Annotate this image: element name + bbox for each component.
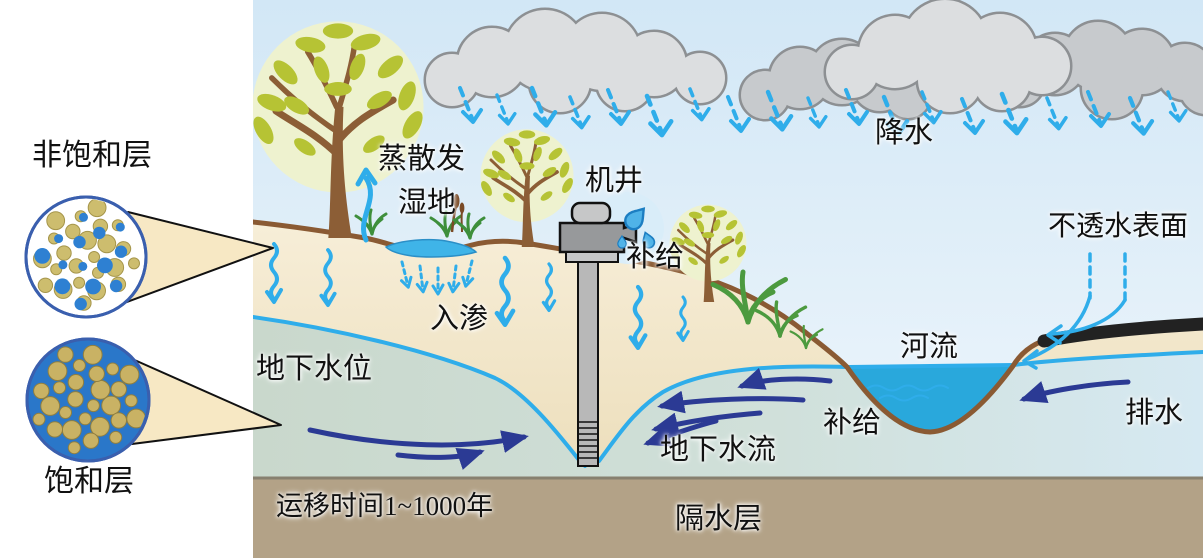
label-unsaturated-zone: 非饱和层 xyxy=(32,139,152,172)
river-water xyxy=(849,366,1013,432)
saturated-inset xyxy=(25,337,282,463)
label-saturated-zone: 饱和层 xyxy=(44,465,134,498)
well-casing xyxy=(577,261,599,467)
label-river: 河流 xyxy=(900,331,959,363)
pump-base xyxy=(565,251,619,263)
label-aquitard: 隔水层 xyxy=(675,503,763,535)
label-infiltration: 入渗 xyxy=(430,303,489,335)
label-precipitation: 降水 xyxy=(875,117,934,149)
well-screen xyxy=(578,421,598,459)
wetland-pond xyxy=(384,238,478,258)
unsaturated-inset xyxy=(24,195,274,319)
label-groundwater-flow: 地下水流 xyxy=(660,434,777,466)
pump-cap xyxy=(570,201,612,225)
label-well-recharge: 补给 xyxy=(626,241,685,273)
label-drainage: 排水 xyxy=(1125,397,1184,429)
river-ripples xyxy=(867,384,949,402)
drainage-arrow xyxy=(1019,379,1131,403)
label-impervious-surface: 不透水表面 xyxy=(1048,211,1189,242)
label-evapotranspiration: 蒸散发 xyxy=(378,143,466,175)
evapotranspiration-arrow xyxy=(355,167,378,243)
label-well: 机井 xyxy=(585,165,644,197)
label-river-recharge: 补给 xyxy=(823,407,882,439)
groundwater-flow-arrows xyxy=(307,367,833,470)
aquitard-layer xyxy=(253,478,1203,558)
runoff-arrows xyxy=(1022,252,1127,370)
label-water-table: 地下水位 xyxy=(256,353,373,385)
label-wetland: 湿地 xyxy=(398,187,457,219)
label-transit-time: 运移时间1~1000年 xyxy=(276,491,494,521)
pumping-well xyxy=(558,192,664,467)
